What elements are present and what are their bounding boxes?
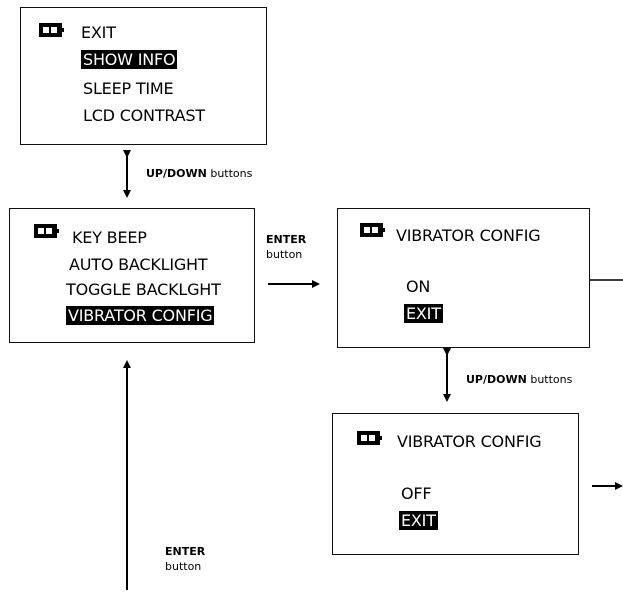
menu-item-exit: EXIT [81, 23, 116, 42]
vibrator-off-screen: VIBRATOR CONFIG OFF EXIT [332, 413, 579, 555]
menu-item-sleep-time: SLEEP TIME [83, 79, 174, 98]
menu-item-lcd-contrast: LCD CONTRAST [83, 106, 205, 125]
settings-menu-screen: KEY BEEP AUTO BACKLIGHT TOGGLE BACKLGHT … [9, 208, 255, 343]
vibrator-off-title: VIBRATOR CONFIG [397, 432, 542, 451]
vibrator-on-screen: VIBRATOR CONFIG ON EXIT [337, 208, 590, 348]
option-on: ON [406, 277, 431, 296]
menu-item-toggle-backlight: TOGGLE BACKLGHT [66, 280, 221, 299]
option-exit: EXIT [399, 511, 438, 530]
battery-icon [357, 431, 382, 445]
battery-icon [39, 23, 64, 37]
updown-label-right: UP/DOWN buttons [466, 373, 573, 386]
menu-item-vibrator-config: VIBRATOR CONFIG [66, 306, 215, 325]
menu-item-auto-backlight: AUTO BACKLIGHT [69, 255, 208, 274]
battery-icon [34, 224, 59, 238]
vibrator-on-title: VIBRATOR CONFIG [396, 226, 541, 245]
option-exit: EXIT [404, 304, 443, 323]
battery-icon [360, 223, 385, 237]
updown-label-top: UP/DOWN buttons [146, 167, 253, 180]
menu-item-key-beep: KEY BEEP [72, 228, 147, 247]
main-menu-screen: EXIT SHOW INFO SLEEP TIME LCD CONTRAST [20, 7, 267, 145]
menu-item-show-info: SHOW INFO [81, 50, 178, 69]
option-off: OFF [401, 484, 432, 503]
